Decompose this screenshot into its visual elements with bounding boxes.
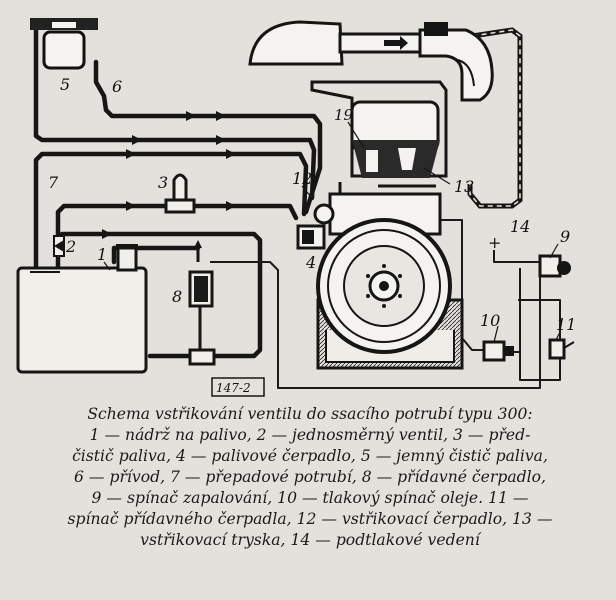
caption-line: 6 — přívod, 7 — přepadové potrubí, 8 — p… bbox=[74, 468, 546, 486]
fuel-prefilter bbox=[164, 173, 196, 214]
fine-fuel-filter bbox=[30, 18, 98, 70]
label-5: 5 bbox=[60, 75, 70, 94]
fuel-tank bbox=[16, 244, 148, 374]
label-13: 13 bbox=[454, 177, 474, 196]
label-10: 10 bbox=[480, 311, 500, 330]
tank-supply-line bbox=[111, 245, 201, 265]
label-8: 8 bbox=[172, 287, 182, 306]
label-7: 7 bbox=[48, 173, 59, 192]
supply-line bbox=[93, 59, 323, 215]
one-way-valve bbox=[53, 235, 65, 257]
supply-branch bbox=[33, 27, 317, 201]
caption-line: 1 — nádrž na palivo, 2 — jednosměrný ven… bbox=[89, 426, 531, 444]
wire-plus bbox=[493, 250, 546, 263]
caption-line: vstřikovací tryska, 14 — podtlakové vede… bbox=[140, 531, 480, 549]
label-12: 12 bbox=[292, 169, 312, 188]
ignition-switch bbox=[538, 254, 571, 278]
intake-manifold bbox=[248, 20, 494, 102]
figure-caption: Schema vstřikování ventilu do ssacího po… bbox=[14, 404, 606, 551]
fuel-injection-schematic: 1 2 3 4 5 6 7 8 9 10 11 12 13 14 19 + 14… bbox=[16, 18, 577, 397]
aux-pump-line bbox=[59, 231, 263, 359]
caption-line: Schema vstřikování ventilu do ssacího po… bbox=[87, 405, 533, 423]
label-4: 4 bbox=[305, 253, 316, 272]
label-14: 14 bbox=[510, 217, 530, 236]
wire-11 bbox=[518, 299, 561, 340]
wire-oil-switch bbox=[519, 268, 561, 381]
oil-pressure-switch bbox=[482, 340, 514, 362]
label-9: 9 bbox=[560, 227, 570, 246]
caption-line: spínač přídavného čerpadla, 12 — vstřiko… bbox=[67, 510, 553, 528]
label-19: 19 bbox=[334, 106, 354, 124]
wire-ignition bbox=[210, 261, 541, 389]
figure-ref-box bbox=[211, 377, 265, 397]
figure-ref: 147-2 bbox=[216, 381, 251, 395]
aux-pump-switch bbox=[548, 338, 575, 360]
caption-line: čistič paliva, 4 — palivové čerpadlo, 5 … bbox=[72, 447, 548, 465]
prefilter-line bbox=[55, 203, 299, 269]
label-1: 1 bbox=[97, 245, 107, 264]
caption-line: 9 — spínač zapalování, 10 — tlakový spín… bbox=[91, 489, 529, 507]
label-11: 11 bbox=[556, 315, 576, 334]
flow-arrows bbox=[102, 111, 236, 239]
label-2: 2 bbox=[65, 237, 76, 256]
engine bbox=[296, 80, 464, 370]
overflow-line bbox=[33, 151, 309, 273]
label-6: 6 bbox=[112, 77, 122, 96]
auxiliary-pump bbox=[188, 240, 216, 366]
label-3: 3 bbox=[158, 173, 168, 192]
label-plus: + bbox=[488, 233, 501, 252]
